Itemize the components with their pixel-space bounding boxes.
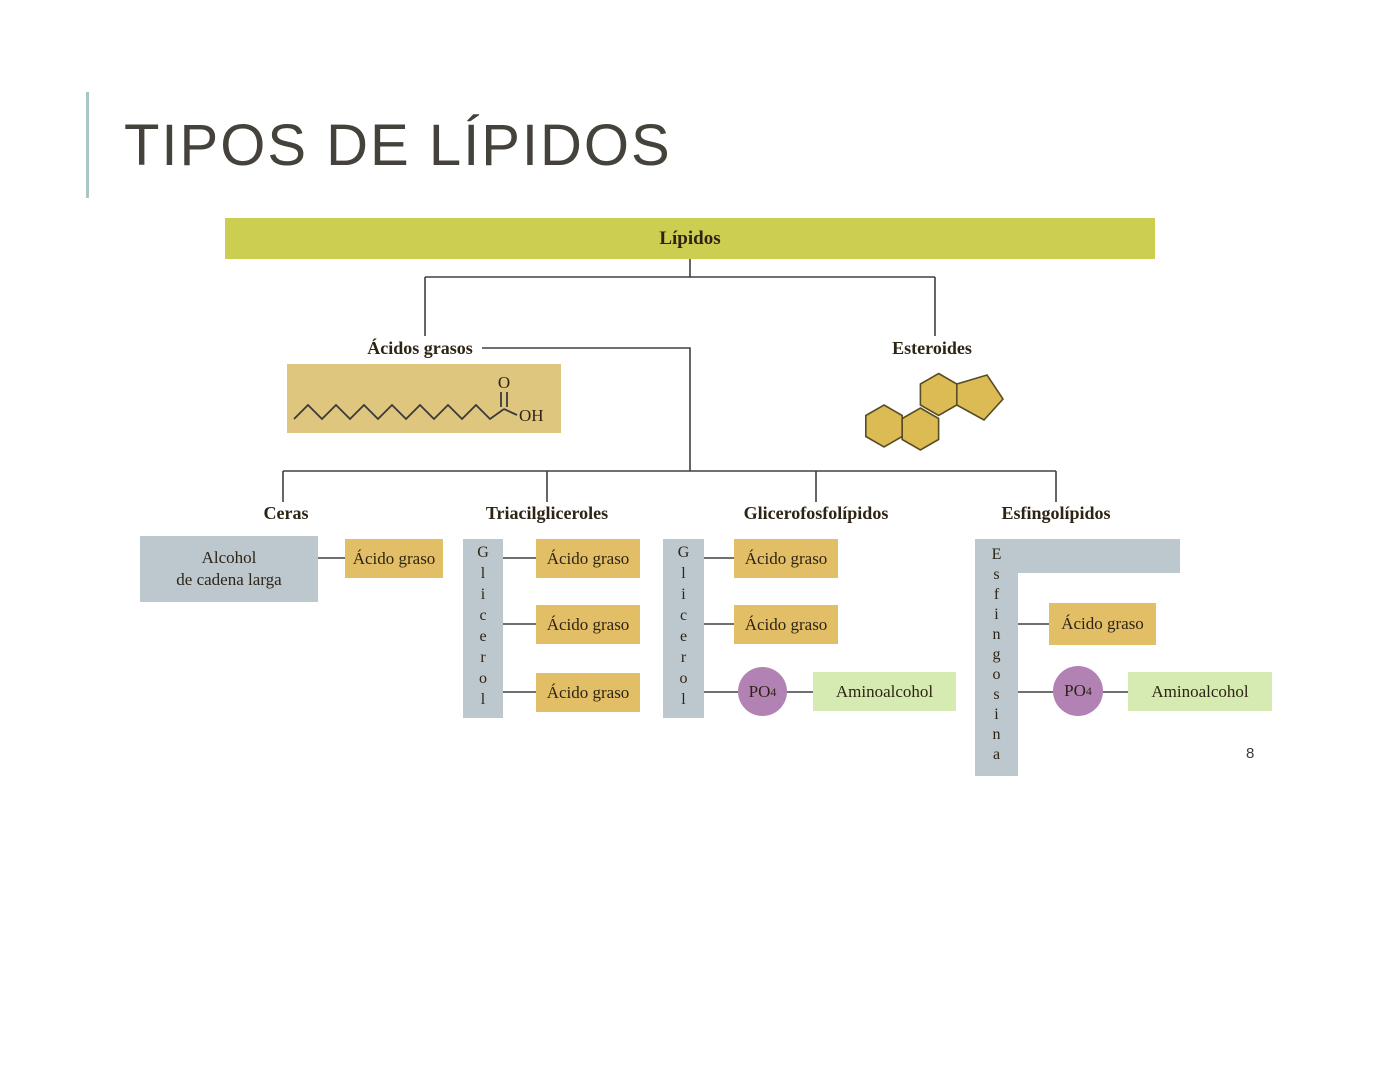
ceras-alcohol-text: Alcohol de cadena larga bbox=[176, 547, 281, 591]
carboxyl-bonds bbox=[500, 392, 518, 416]
esfingolipidos-horizontal-bar bbox=[1018, 539, 1180, 573]
fatty-acid-zigzag-chain bbox=[293, 403, 505, 421]
glicerofosfolipidos-acido-graso-1: Ácido graso bbox=[734, 539, 838, 578]
node-glicerofosfolipidos-label: Glicerofosfolípidos bbox=[743, 503, 889, 523]
steroid-ring-c bbox=[919, 372, 958, 417]
steroid-ring-d-pentagon bbox=[955, 374, 1005, 422]
carboxyl-hydroxyl-label: OH bbox=[519, 406, 544, 425]
po4-base-text: PO bbox=[748, 681, 771, 701]
steroid-ring-a bbox=[864, 404, 904, 448]
triacilgliceroles-acido-graso-3: Ácido graso bbox=[536, 673, 640, 712]
node-triacilgliceroles-label: Triacilgliceroles bbox=[485, 503, 609, 523]
fatty-acid-structure: O OH bbox=[287, 364, 561, 433]
steroid-ring-b bbox=[901, 407, 940, 451]
node-lipidos: Lípidos bbox=[225, 218, 1155, 259]
node-esteroides-label: Esteroides bbox=[892, 338, 972, 358]
node-ceras-label: Ceras bbox=[263, 503, 309, 523]
glicerofosfolipidos-acido-graso-2: Ácido graso bbox=[734, 605, 838, 644]
steroid-ring-structure bbox=[864, 372, 1005, 451]
ceras-alcohol-line1: Alcohol bbox=[201, 547, 257, 567]
title-accent-line bbox=[86, 92, 89, 198]
esfingolipidos-acido-graso-box: Ácido graso bbox=[1049, 603, 1156, 645]
page-number: 8 bbox=[1246, 745, 1255, 762]
fatty-acid-background bbox=[287, 364, 561, 433]
triacilgliceroles-acido-graso-2: Ácido graso bbox=[536, 605, 640, 644]
ceras-acido-graso-box: Ácido graso bbox=[345, 539, 443, 578]
esfingolipidos-aminoalcohol-box: Aminoalcohol bbox=[1128, 672, 1272, 711]
ceras-alcohol-line2: de cadena larga bbox=[176, 570, 282, 589]
glicerofosfolipidos-aminoalcohol-box: Aminoalcohol bbox=[813, 672, 956, 711]
po4-base-text: PO bbox=[1064, 681, 1086, 700]
triacilgliceroles-acido-graso-1: Ácido graso bbox=[536, 539, 640, 578]
page-title: TIPOS DE LÍPIDOS bbox=[124, 113, 672, 178]
node-esfingolipidos-label: Esfingolípidos bbox=[1001, 503, 1111, 523]
node-acidos-grasos-label: Ácidos grasos bbox=[367, 338, 473, 358]
carboxyl-oxygen-label: O bbox=[498, 373, 510, 392]
ceras-alcohol-box: Alcohol de cadena larga bbox=[140, 536, 318, 602]
